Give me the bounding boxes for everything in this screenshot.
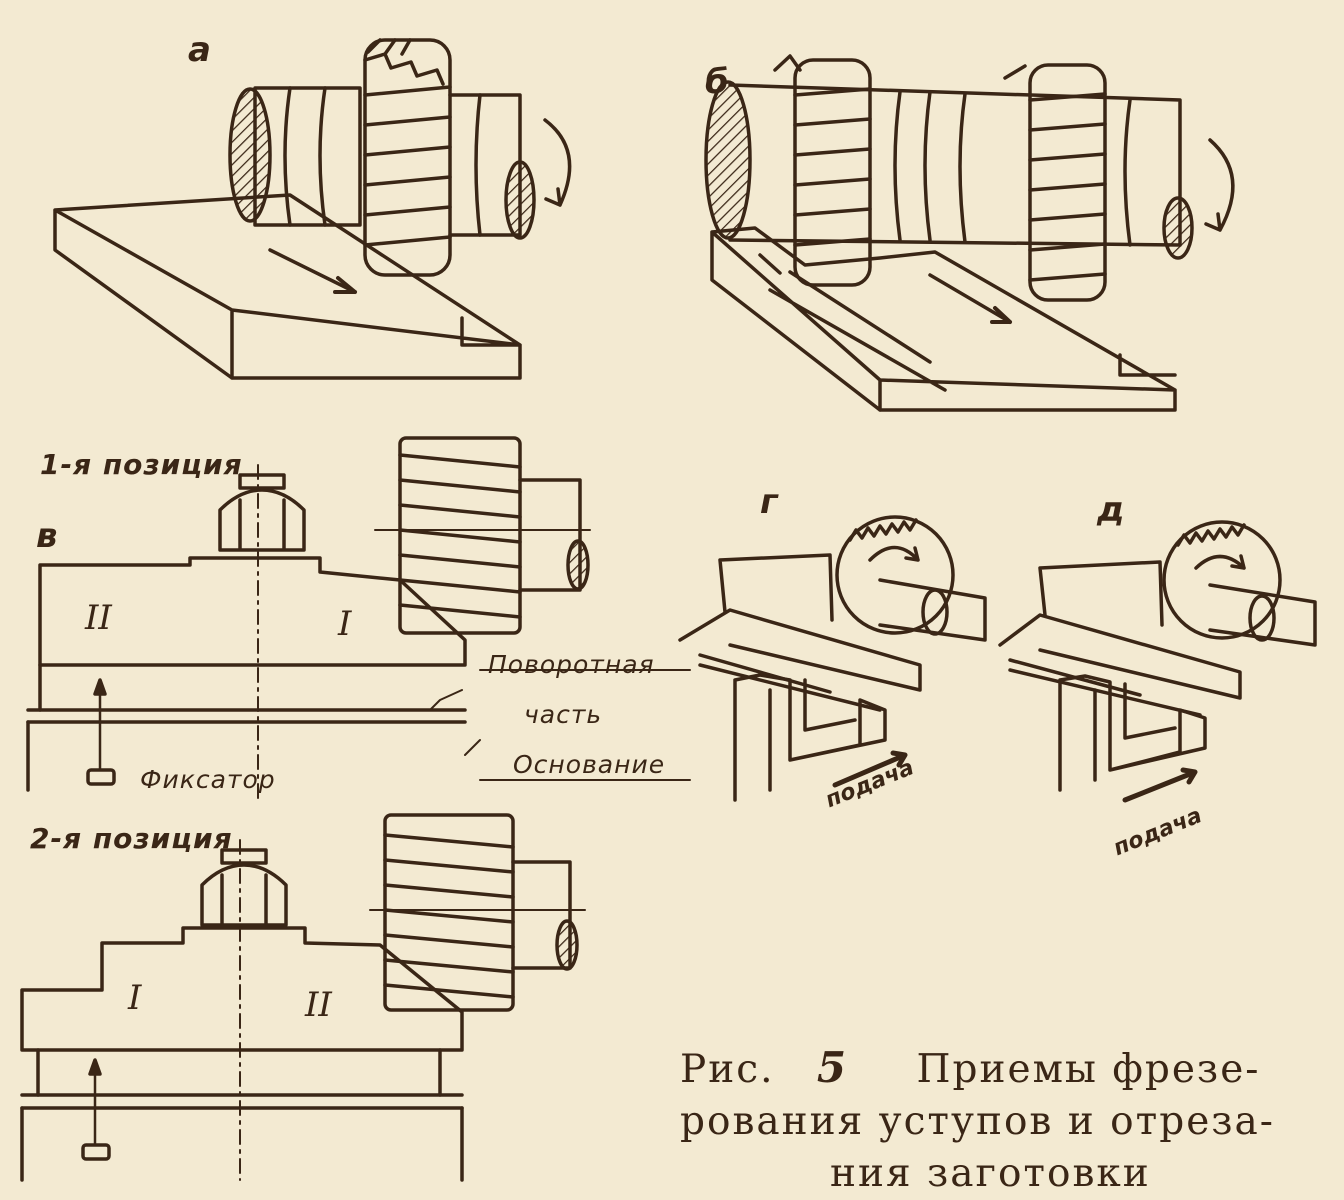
label-v: в bbox=[36, 516, 58, 556]
feed-arrow-d bbox=[1122, 767, 1198, 803]
latch-block-1 bbox=[86, 768, 116, 786]
arbor-b bbox=[728, 83, 1182, 247]
side-mill-right-teeth bbox=[1003, 64, 1107, 282]
cutoff-arbor-d bbox=[1208, 583, 1317, 647]
latch-arrow-2 bbox=[88, 1058, 102, 1076]
saw-teeth-d bbox=[1176, 523, 1246, 547]
cutoff-arbor-end-g bbox=[921, 588, 949, 636]
rotation-arrow-a bbox=[543, 118, 572, 207]
clamp-nut-2 bbox=[200, 863, 288, 927]
slitting-saw-g bbox=[835, 515, 955, 635]
plate-feed-line bbox=[268, 248, 357, 294]
nut-top-2 bbox=[220, 848, 268, 865]
position-2-title: 2-я позиция bbox=[30, 822, 233, 855]
slot-feed-line bbox=[928, 273, 1012, 324]
section-label-pos1-left: II bbox=[85, 598, 112, 638]
gear-cutter-a bbox=[363, 38, 452, 277]
workpiece-plate bbox=[53, 193, 522, 380]
caption-prefix: Рис. bbox=[680, 1047, 775, 1092]
section-label-pos2-right: II bbox=[305, 985, 332, 1025]
callout-rotary-part-line2: часть bbox=[524, 700, 603, 729]
cylindrical-cutter-1 bbox=[398, 436, 522, 635]
callout-rotary-part-line1: Поворотная bbox=[488, 650, 655, 679]
cutter-shaft-end-1 bbox=[566, 539, 590, 591]
cutter-shaft-end-2 bbox=[555, 919, 579, 971]
cutoff-fixture-d bbox=[1058, 674, 1207, 792]
diagram-v-position-1 bbox=[26, 436, 691, 801]
side-mill-left bbox=[793, 58, 872, 287]
caption-line3: ния заготовки bbox=[830, 1151, 1151, 1196]
saw-teeth-g bbox=[848, 518, 918, 542]
gear-teeth-a bbox=[363, 38, 452, 247]
caption-line1: Приемы фрезе- bbox=[916, 1047, 1261, 1092]
diagram-d bbox=[998, 520, 1317, 803]
mandrel-end-right bbox=[504, 160, 536, 240]
caption-line2: рования уступов и отреза- bbox=[680, 1099, 1275, 1144]
callout-latch: Фиксатор bbox=[140, 765, 276, 794]
side-mill-left-teeth bbox=[758, 54, 872, 275]
cylindrical-cutter-2 bbox=[383, 813, 515, 1012]
mandrel-rings-a2 bbox=[474, 93, 482, 237]
position-1-title: 1-я позиция bbox=[40, 448, 243, 481]
mandrel-rings-a bbox=[283, 86, 327, 227]
arbor-end-b2 bbox=[1162, 196, 1194, 260]
cutter-flutes-1 bbox=[398, 453, 522, 619]
rotation-arrow-b bbox=[1204, 138, 1235, 232]
saw-rotation-g bbox=[868, 545, 920, 562]
mandrel-end-left bbox=[228, 87, 272, 223]
fixture-base-2 bbox=[20, 926, 464, 1052]
leader-base bbox=[464, 739, 691, 781]
label-a: а bbox=[188, 30, 211, 70]
cutter-flutes-2 bbox=[383, 833, 515, 999]
leader-rotary bbox=[429, 669, 691, 711]
diagram-b bbox=[704, 54, 1235, 412]
figure-caption: Рис. 5 Приемы фрезе- рования уступов и о… bbox=[680, 1042, 1320, 1200]
diagram-a bbox=[53, 38, 572, 380]
diagram-g bbox=[678, 515, 987, 802]
label-g: г bbox=[760, 482, 778, 522]
cutoff-vice-g bbox=[718, 553, 834, 622]
arbor-rings-b bbox=[893, 90, 1132, 247]
slot-feed-arrow bbox=[990, 306, 1012, 324]
slitting-saw-d bbox=[1162, 520, 1282, 640]
workpiece-slotted bbox=[710, 226, 1177, 412]
latch-arrow-1 bbox=[93, 678, 107, 696]
label-d: д bbox=[1097, 490, 1125, 530]
caption-number: 5 bbox=[816, 1043, 849, 1092]
cutoff-arbor-end-d bbox=[1248, 594, 1276, 642]
arbor-end-b bbox=[704, 80, 752, 240]
feed-arrow-g bbox=[832, 750, 908, 788]
label-b: б bbox=[705, 62, 729, 102]
section-label-pos1-right: I bbox=[338, 604, 352, 644]
cutoff-workpiece-d bbox=[998, 613, 1242, 717]
plate-feed-arrow bbox=[333, 276, 357, 294]
cutter-shaft-2 bbox=[511, 860, 572, 970]
latch-block-2 bbox=[81, 1143, 111, 1161]
cutter-shaft-1 bbox=[518, 478, 582, 592]
nut-top-1 bbox=[238, 473, 286, 490]
diagram-v-position-2 bbox=[20, 813, 586, 1182]
saw-rotation-d bbox=[1194, 554, 1246, 570]
callout-base: Основание bbox=[513, 750, 666, 779]
cutoff-fixture-g bbox=[733, 673, 887, 802]
fixture-base-1 bbox=[38, 556, 467, 667]
section-label-pos2-left: I bbox=[128, 978, 142, 1018]
clamp-nut-1 bbox=[218, 488, 306, 552]
cutoff-vice-d bbox=[1038, 560, 1164, 627]
